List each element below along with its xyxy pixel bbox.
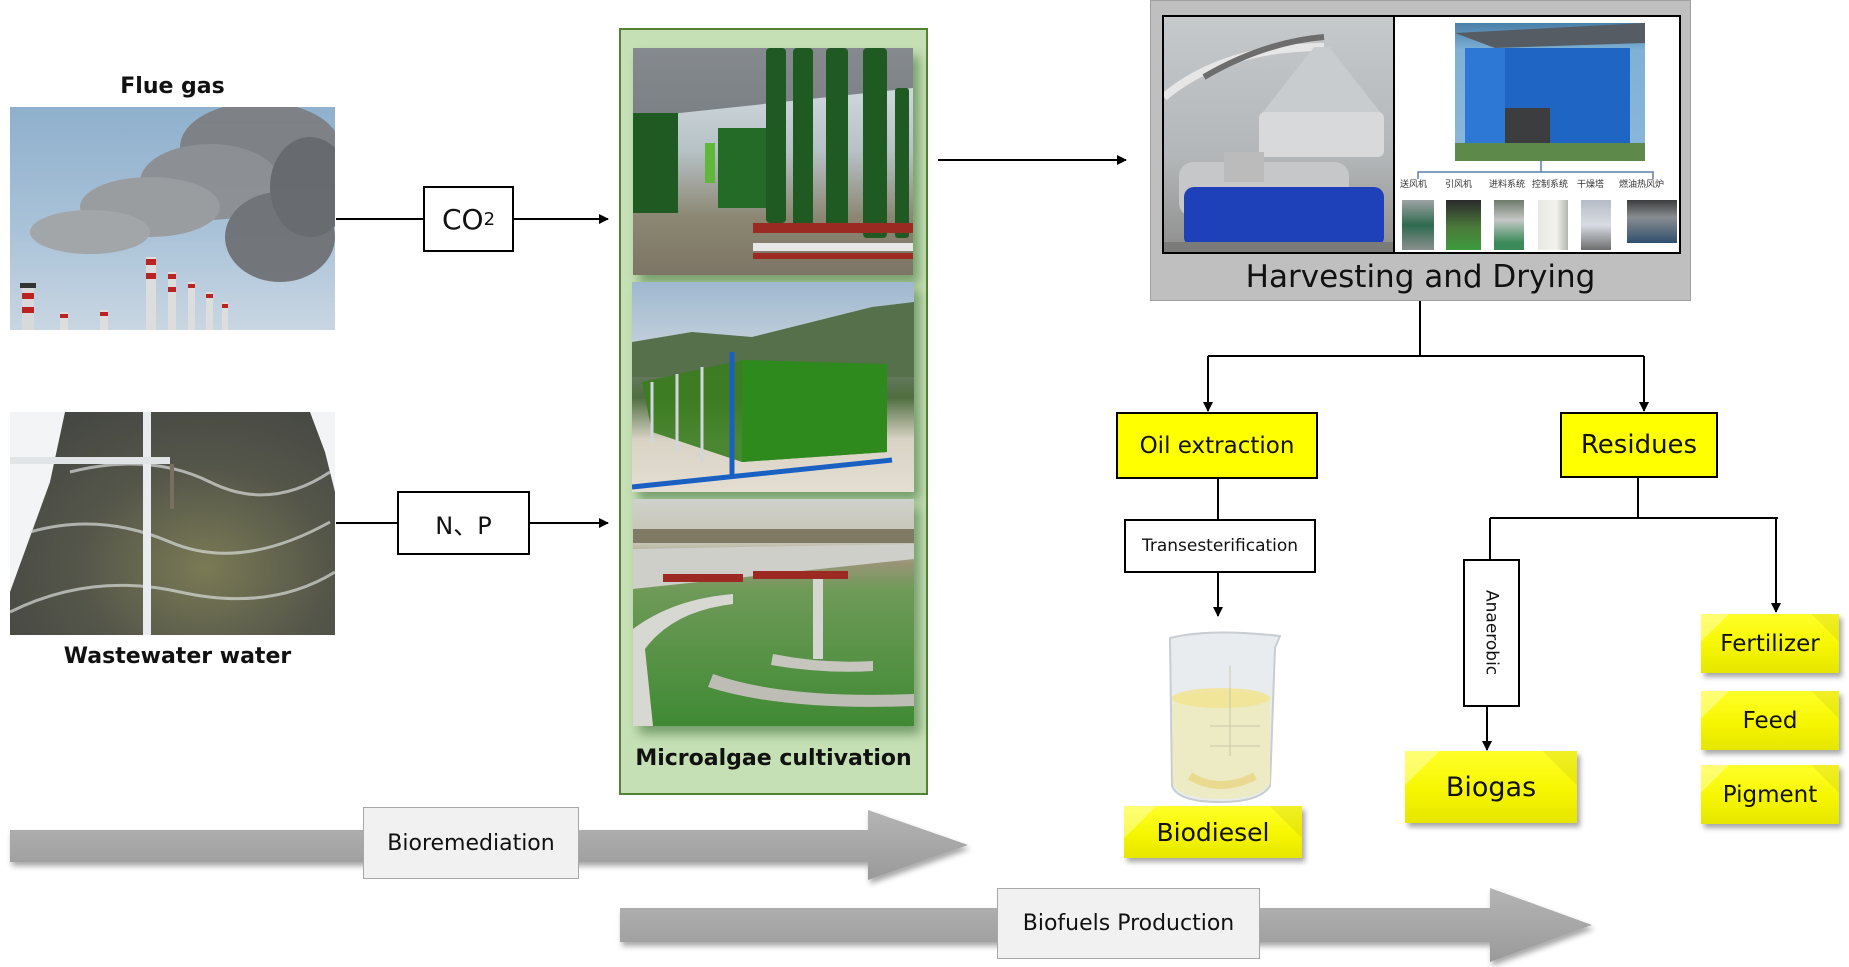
anaerobic-label: Anaerobic [1481, 590, 1502, 676]
pigment-label: Pigment [1722, 781, 1818, 808]
biofuels-production-text: Biofuels Production [1022, 911, 1235, 936]
disc-centrifuge-photo [1164, 17, 1395, 252]
cultivation-title: Microalgae cultivation [635, 746, 912, 771]
equipment-label: 燃油热风炉 [1619, 180, 1665, 190]
harvesting-title: Harvesting and Drying [1245, 259, 1596, 295]
equipment-thumb [1446, 200, 1481, 250]
equipment-label: 送风机 [1400, 180, 1428, 190]
co2-subscript: 2 [483, 208, 496, 230]
oil-extraction-label: Oil extraction [1139, 432, 1295, 459]
equipment-thumb [1627, 200, 1677, 243]
equipment-thumb [1581, 200, 1611, 250]
nitrogen-phosphorus-box: N、P [397, 491, 530, 555]
wastewater-title: Wastewater water [63, 644, 292, 669]
equipment-label: 干燥塔 [1577, 180, 1605, 190]
equipment-thumb [1402, 200, 1434, 250]
fertilizer-label: Fertilizer [1720, 630, 1820, 657]
smokestacks-photo [10, 107, 335, 330]
flat-panel-photobioreactor-photo [632, 282, 914, 492]
fertilizer-box: Fertilizer [1701, 614, 1839, 673]
residues-label: Residues [1580, 430, 1698, 460]
anaerobic-box: Anaerobic [1463, 559, 1520, 707]
feed-label: Feed [1742, 707, 1798, 734]
biogas-box: Biogas [1405, 751, 1577, 823]
transesterification-box: Transesterification [1124, 519, 1316, 573]
cultivation-panel: Microalgae cultivation [619, 28, 928, 795]
bioremediation-text: Bioremediation [387, 830, 555, 856]
biodiesel-label: Biodiesel [1156, 817, 1270, 847]
raceway-pond-photo [633, 499, 914, 726]
bioremediation-label: Bioremediation [363, 807, 579, 879]
equipment-label: 进料系统 [1489, 180, 1526, 190]
equipment-thumb [1494, 200, 1524, 250]
transesterification-label: Transesterification [1141, 536, 1299, 556]
aerated-wastewater-photo [10, 412, 335, 635]
residues-box: Residues [1560, 412, 1718, 478]
np-label: N、P [435, 511, 492, 540]
biodiesel-beaker-photo [1150, 626, 1290, 804]
pigment-box: Pigment [1701, 765, 1839, 824]
oil-extraction-box: Oil extraction [1116, 412, 1318, 479]
tubular-photobioreactor-photo [633, 48, 913, 275]
drying-system-diagram: 送风机 引风机 进料系统 控制系统 干燥塔 燃油热风炉 [1395, 17, 1679, 252]
feed-box: Feed [1701, 691, 1839, 750]
biogas-label: Biogas [1445, 771, 1537, 803]
equipment-thumb [1538, 200, 1568, 250]
spray-drying-tower-image [1455, 23, 1645, 161]
flue-gas-title: Flue gas [120, 74, 225, 99]
biodiesel-box: Biodiesel [1124, 806, 1302, 858]
biofuels-production-label: Biofuels Production [997, 888, 1260, 959]
equipment-label: 引风机 [1445, 180, 1473, 190]
co2-label: CO [441, 202, 484, 236]
harvesting-panel: 送风机 引风机 进料系统 控制系统 干燥塔 燃油热风炉 Harvesting a… [1150, 0, 1691, 301]
equipment-label: 控制系统 [1532, 180, 1569, 190]
